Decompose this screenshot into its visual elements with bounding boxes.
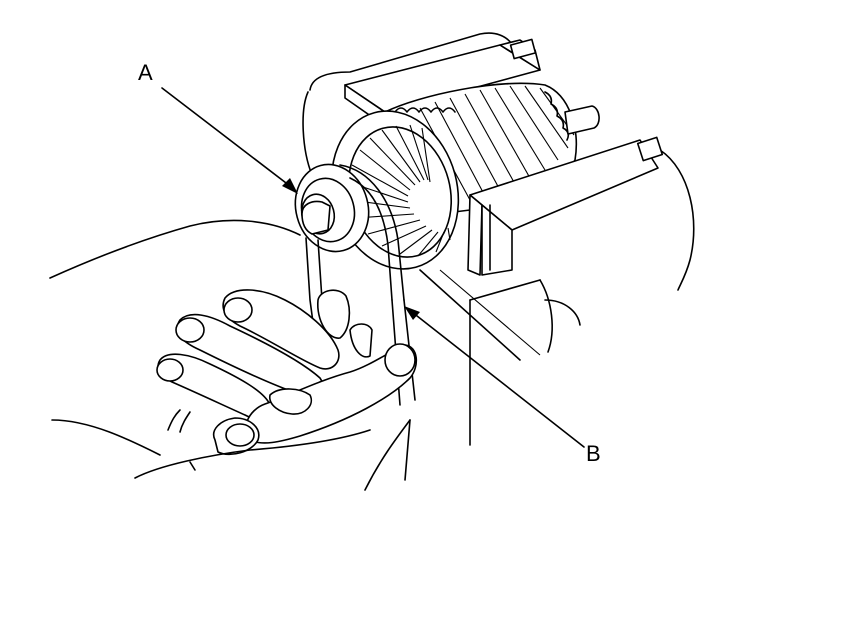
motor-housing bbox=[302, 32, 695, 446]
pulley bbox=[294, 163, 370, 253]
leader-line-a bbox=[161, 87, 298, 194]
arrowhead-a bbox=[282, 178, 298, 194]
hands bbox=[49, 219, 418, 491]
arrowhead-b bbox=[404, 306, 420, 320]
brush-holder-right bbox=[467, 136, 664, 276]
callout-a-label: A bbox=[138, 60, 153, 85]
leader-line-b bbox=[404, 306, 585, 448]
callout-b-label: B bbox=[586, 441, 601, 466]
